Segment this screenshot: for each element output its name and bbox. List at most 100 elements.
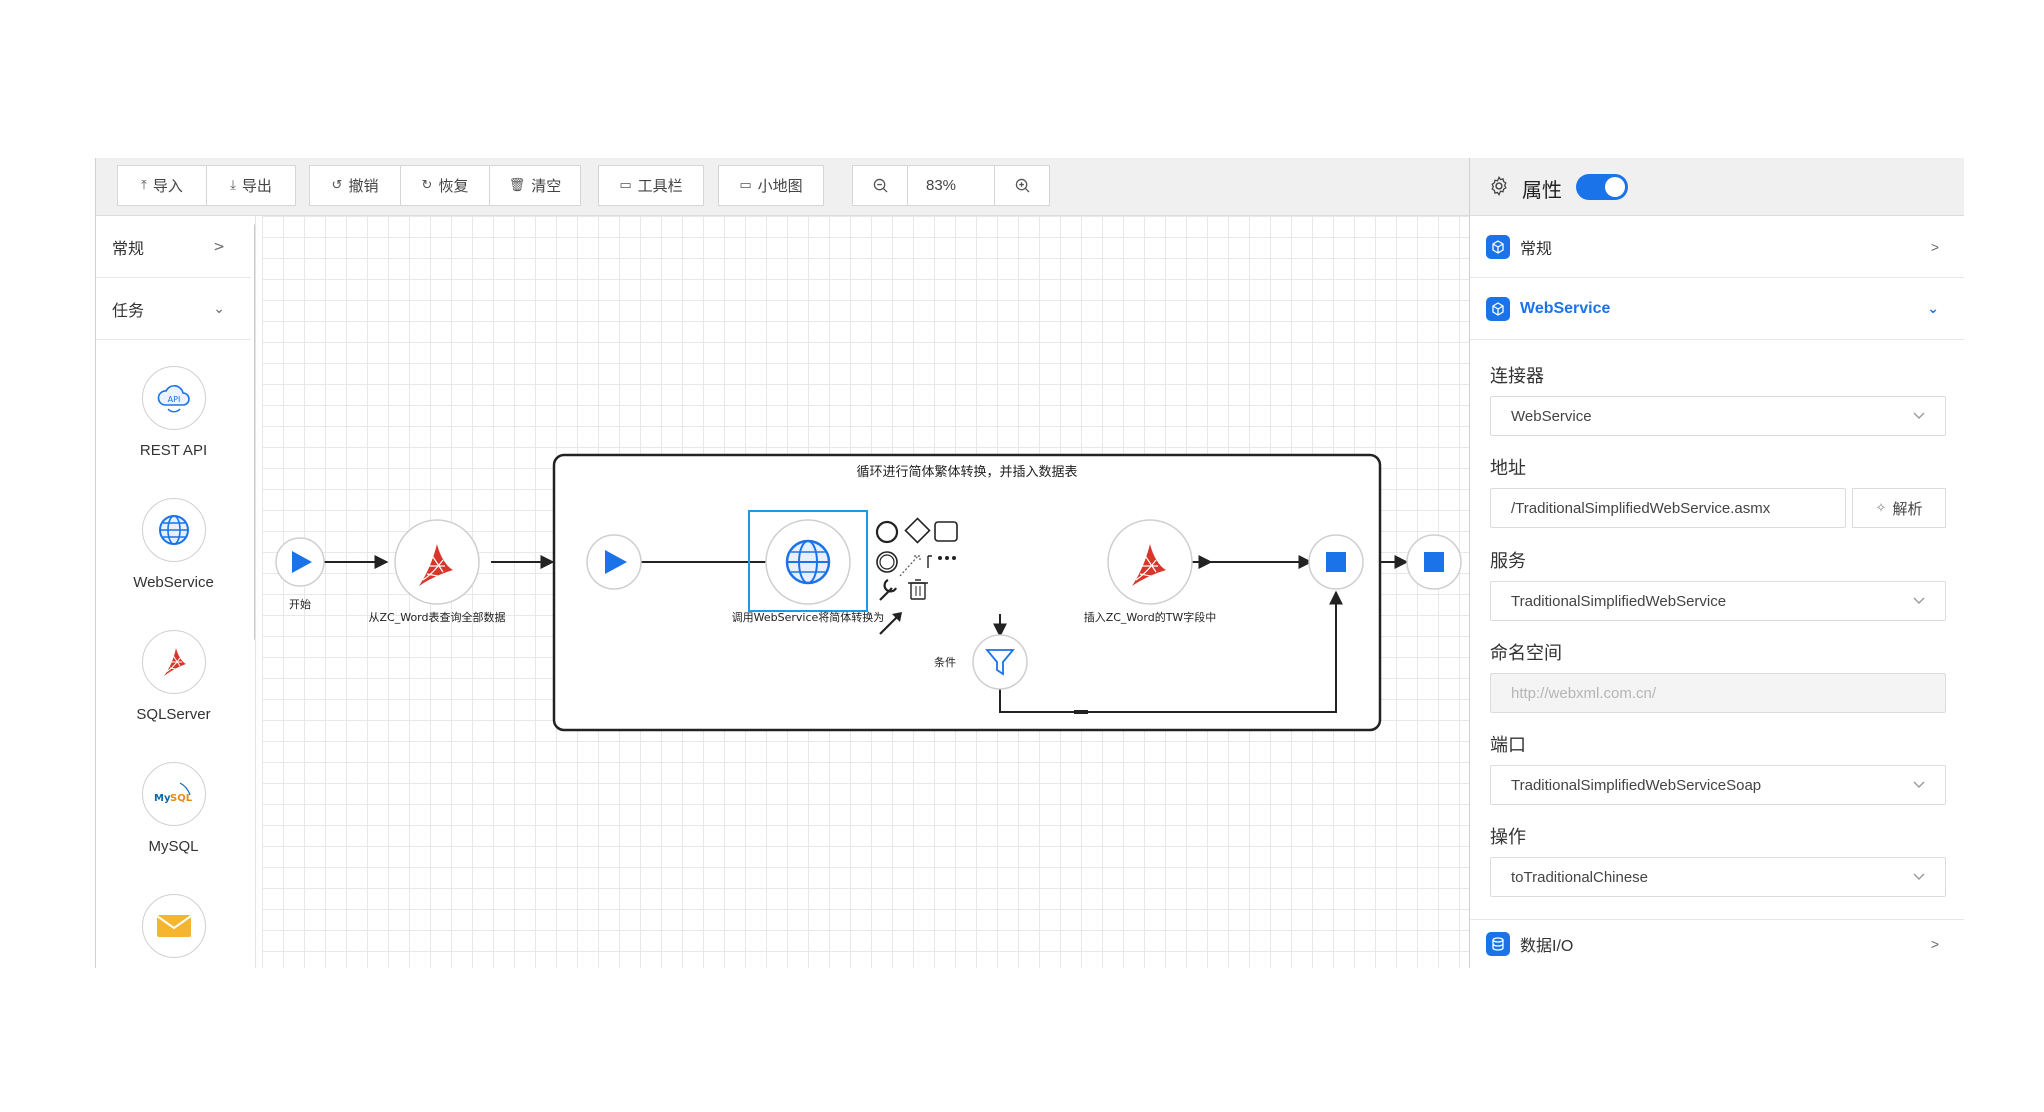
loop-start-node[interactable] [586,534,642,590]
operation-label: 操作 [1490,827,1526,848]
divider [1470,919,1964,920]
import-button[interactable]: ⤒导入 [117,165,207,206]
chevron-down-icon: ⌄ [1927,300,1939,316]
append-end-event-icon[interactable] [875,520,899,544]
append-task-icon[interactable] [934,521,958,542]
toolbar: ⤒导入 ⤓导出 ↺撤销 ↻恢复 🗑清空 ▭工具栏 ▭小地图 [96,158,1469,216]
query-node[interactable] [394,519,480,605]
condition-node[interactable] [972,634,1028,690]
insert-label: 插入ZC_Word的TW字段中 [1084,610,1217,624]
gear-icon [1491,175,1507,197]
tool-email[interactable] [96,894,251,958]
play-icon [292,551,312,573]
sqlserver-icon [1132,544,1166,586]
chevron-down-icon [1913,412,1925,419]
zoom-out-button[interactable] [852,165,908,206]
call-webservice-node[interactable] [748,510,868,612]
minimap-icon: ▭ [739,178,752,193]
tool-webservice[interactable]: WebService [96,498,251,591]
svg-text:SQL: SQL [170,793,193,804]
insert-node[interactable] [1107,519,1193,605]
start-node[interactable] [275,537,325,587]
chevron-down-icon [1913,873,1925,880]
export-button[interactable]: ⤓导出 [206,165,296,206]
section-webservice[interactable]: WebService ⌄ [1470,278,1964,340]
tool-mysql[interactable]: My SQL MySQL [96,762,251,855]
tool-label: WebService [133,574,214,591]
toggle-knob [1605,177,1625,197]
app-window: ⤒导入 ⤓导出 ↺撤销 ↻恢复 🗑清空 ▭工具栏 ▭小地图 [95,158,1964,968]
download-icon: ⤓ [230,178,236,193]
address-input[interactable]: /TraditionalSimplifiedWebService.asmx [1490,488,1846,528]
sidebar-category-general[interactable]: 常规 > [96,216,251,278]
zoom-group: 83% [852,165,1050,206]
stop-icon [1326,552,1346,572]
sidebar-scrollbar[interactable] [254,222,255,642]
service-label: 服务 [1490,551,1526,572]
svg-text:API: API [167,395,180,404]
filter-icon [985,649,1015,676]
flow-diagram: 循环进行简体繁体转换，并插入数据表 开始 [275,453,1462,732]
toolbar-icon: ▭ [619,178,632,193]
chevron-right-icon: > [213,238,225,255]
clear-button[interactable]: 🗑清空 [489,165,581,206]
loop-container[interactable] [552,453,1382,732]
rest-api-icon: API [157,385,190,413]
webservice-globe-icon [785,539,831,585]
properties-title: 属性 [1522,178,1562,202]
minimap-button[interactable]: ▭小地图 [718,165,824,206]
more-options-icon[interactable] [938,556,942,560]
service-select[interactable]: TraditionalSimplifiedWebService [1490,581,1946,621]
sidebar-category-tasks[interactable]: 任务 ⌄ [96,278,251,340]
loop-end-node[interactable] [1308,534,1364,590]
parse-button[interactable]: ✧ 解析 [1852,488,1946,528]
append-association-icon[interactable] [899,555,921,577]
connector-select[interactable]: WebService [1490,396,1946,436]
section-general[interactable]: 常规 > [1470,216,1964,278]
wrench-icon[interactable] [879,579,897,601]
address-label: 地址 [1490,458,1526,479]
svg-text:My: My [154,793,171,804]
chevron-down-icon [1913,597,1925,604]
tool-label: REST API [139,442,208,459]
toolbar-button[interactable]: ▭工具栏 [598,165,704,206]
undo-button[interactable]: ↺撤销 [309,165,401,206]
chevron-down-icon: ⌄ [213,300,225,317]
zoom-level[interactable]: 83% [907,165,995,206]
tool-label: SQLServer [136,706,211,723]
zoom-in-icon [1015,178,1030,193]
cube-icon [1486,296,1510,321]
trash-icon[interactable] [908,579,928,600]
append-gateway-icon[interactable] [904,517,931,544]
trash-icon: 🗑 [508,178,526,193]
sidebar: 常规 > 任务 ⌄ API REST API [96,216,256,968]
tool-label: MySQL [148,838,199,855]
redo-icon: ↻ [421,178,433,193]
zoom-out-icon [873,178,888,193]
properties-panel: 常规 > WebService ⌄ 连接器 WebService 地址 /Tra… [1469,216,1964,968]
operation-select[interactable]: toTraditionalChinese [1490,857,1946,897]
query-label: 从ZC_Word表查询全部数据 [369,610,506,624]
connector-label: 连接器 [1490,366,1544,387]
magic-wand-icon: ✧ [1875,500,1887,515]
port-select[interactable]: TraditionalSimplifiedWebServiceSoap [1490,765,1946,805]
end-node[interactable] [1406,534,1462,590]
flow-canvas[interactable]: 循环进行简体繁体转换，并插入数据表 开始 [262,216,1469,968]
append-annotation-icon[interactable] [927,555,932,568]
call-label: 调用WebService将简体转换为 [732,610,885,624]
stop-icon [1424,552,1444,572]
section-data-io[interactable]: 数据I/O > [1470,920,1964,968]
edge-condition-loop[interactable] [999,590,1343,713]
chevron-right-icon: > [1930,238,1939,255]
tool-sqlserver[interactable]: SQLServer [96,630,251,723]
minimap-group: ▭小地图 [718,165,824,206]
mysql-icon: My SQL [154,782,193,804]
zoom-in-button[interactable] [994,165,1050,206]
upload-icon: ⤒ [141,178,147,193]
edit-group: ↺撤销 ↻恢复 🗑清空 [309,165,581,206]
webservice-globe-icon [158,515,189,545]
redo-button[interactable]: ↻恢复 [400,165,490,206]
file-group: ⤒导入 ⤓导出 [117,165,296,206]
tool-rest-api[interactable]: API REST API [96,366,251,459]
properties-toggle[interactable] [1576,174,1628,200]
